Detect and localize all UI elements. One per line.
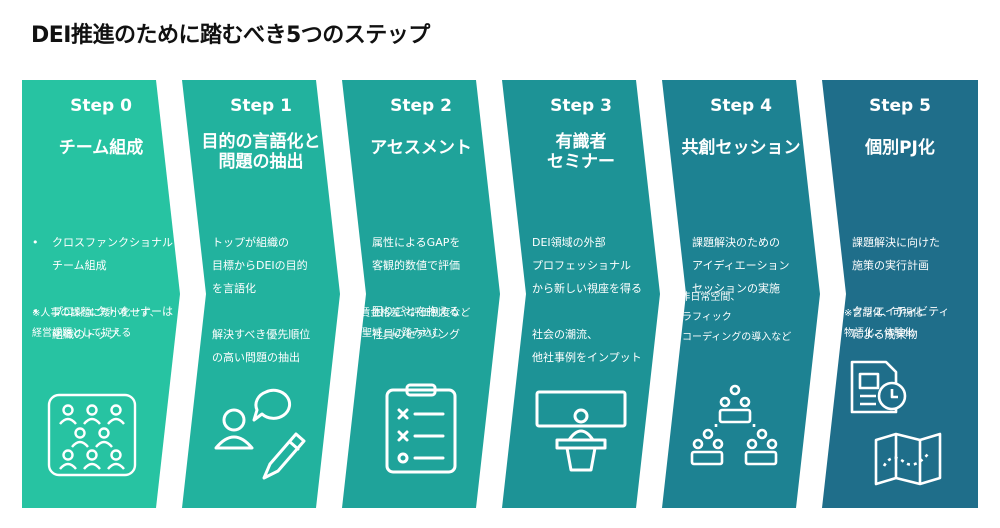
step-title: 個別PJ化 (865, 138, 935, 158)
bullet-item: 属性によるGAPを 客観的数値で評価 (350, 231, 460, 277)
step-label: Step 3 (550, 96, 612, 116)
step-5: Step 5 個別PJ化 課題解決に向けた 施策の実行計画 クリエイティビティ … (822, 80, 978, 508)
step-label: Step 1 (230, 96, 292, 116)
bullet-item: プロジェクトオーナーは 組織のトップ (30, 300, 173, 346)
step-title: 目的の言語化と 問題の抽出 (201, 132, 321, 172)
step-label: Step 0 (70, 96, 132, 116)
step-note: ※賃金格差や評価制度など 「聖域」に踏み込む (352, 308, 471, 339)
step-label: Step 5 (869, 96, 931, 116)
person-speech-pencil-icon (214, 388, 306, 480)
step-title: アセスメント (370, 138, 472, 158)
step-title: チーム組成 (58, 138, 144, 158)
bullet-item: 社会の潮流、 他社事例をインプット (510, 323, 642, 369)
step-note: ※言語化、可視化 物語化、体験化 (844, 308, 923, 339)
chevron-step-0 (22, 80, 180, 508)
step-bullets: 課題解決に向けた 施策の実行計画 クリエイティビティ による成果物 (830, 208, 949, 369)
step-4: Step 4 共創セッション 課題解決のための アイディエーション セッションの… (662, 80, 820, 508)
step-2: Step 2 アセスメント 属性によるGAPを 客観的数値で評価 困りごとを抱え… (342, 80, 500, 508)
step-bullets: 課題解決のための アイディエーション セッションの実施 (670, 208, 789, 323)
folded-map-icon (874, 432, 942, 486)
speaker-podium-icon (535, 390, 627, 472)
step-note: ※人事の課題に矮小化せず、 経営課題として捉える (32, 308, 160, 339)
group-tables-icon (690, 384, 778, 466)
document-clock-icon (850, 360, 907, 414)
step-label: Step 2 (390, 96, 452, 116)
bullet-item: 解決すべき優先順位 の高い問題の抽出 (190, 323, 310, 369)
page-title: DEI推進のために踏むべき5つのステップ (31, 23, 430, 48)
clipboard-checklist-icon (385, 383, 457, 474)
bullet-item: クロスファンクショナル チーム組成 (30, 231, 173, 277)
step-bullets: DEI領域の外部 プロフェッショナル から新しい視座を得る 社会の潮流、 他社事… (510, 208, 642, 392)
bullet-item: トップが組織の 目標からDEIの目的 を言語化 (190, 231, 310, 300)
chevron-step-2 (342, 80, 500, 508)
bullet-item: DEI領域の外部 プロフェッショナル から新しい視座を得る (510, 231, 642, 300)
chevron-step-5 (822, 80, 978, 508)
step-0: Step 0 チーム組成 クロスファンクショナル チーム組成 プロジェクトオーナ… (22, 80, 180, 508)
step-bullets: クロスファンクショナル チーム組成 プロジェクトオーナーは 組織のトップ (30, 208, 173, 369)
step-3: Step 3 有識者 セミナー DEI領域の外部 プロフェッショナル から新しい… (502, 80, 660, 508)
step-title: 共創セッション (681, 138, 801, 158)
step-label: Step 4 (710, 96, 772, 116)
step-bullets: 属性によるGAPを 客観的数値で評価 困りごとを抱える 社員のヒアリング (350, 208, 460, 369)
team-people-icon (47, 393, 137, 477)
bullet-item: 課題解決に向けた 施策の実行計画 (830, 231, 949, 277)
step-1: Step 1 目的の言語化と 問題の抽出 トップが組織の 目標からDEIの目的 … (182, 80, 340, 508)
bullet-item: 困りごとを抱える 社員のヒアリング (350, 300, 460, 346)
bullet-item: クリエイティビティ による成果物 (830, 300, 949, 346)
step-title: 有識者 セミナー (547, 132, 615, 172)
step-note: ※非日常空間、 グラフィック レコーディングの導入など (672, 292, 792, 343)
bullet-item: 課題解決のための アイディエーション セッションの実施 (670, 231, 789, 300)
step-bullets: トップが組織の 目標からDEIの目的 を言語化 解決すべき優先順位 の高い問題の… (190, 208, 310, 392)
